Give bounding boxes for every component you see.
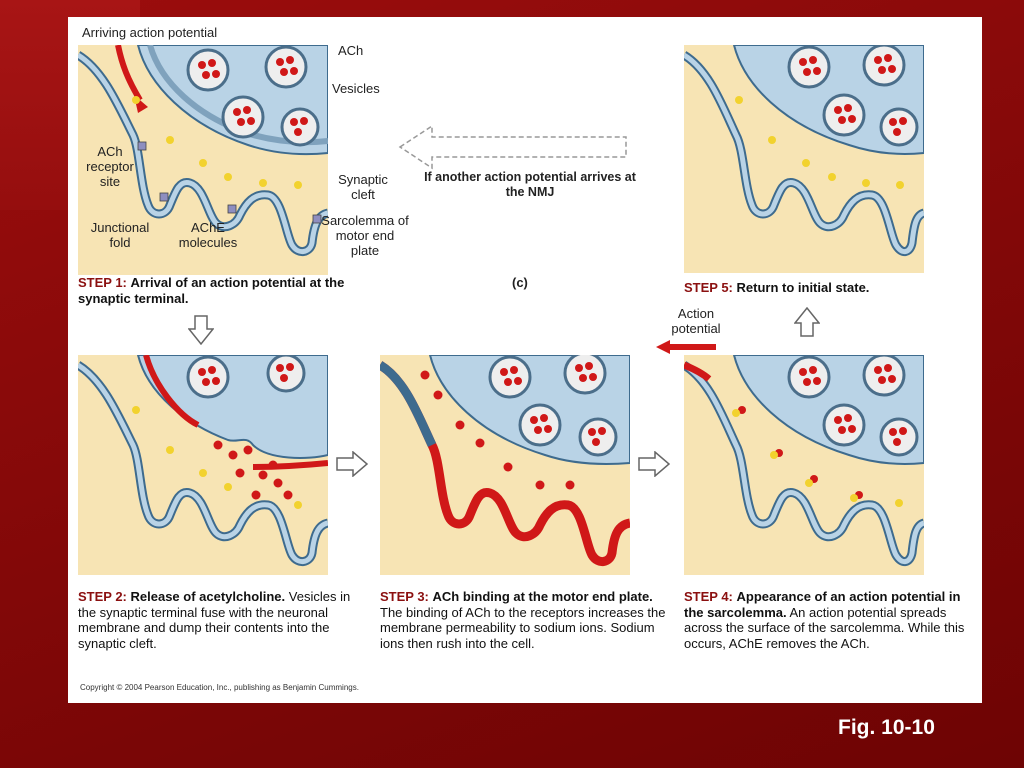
- another-action-potential-label: If another action potential arrives at t…: [424, 170, 636, 199]
- step-3-body: The binding of ACh to the receptors incr…: [380, 604, 666, 651]
- step-3-caption: STEP 3: ACh binding at the motor end pla…: [380, 589, 670, 651]
- step-5-title: Return to initial state.: [736, 280, 870, 295]
- panel-step-2: [78, 355, 328, 575]
- action-potential-label: Action potential: [671, 306, 721, 336]
- step-2-title: Release of acetylcholine.: [130, 589, 286, 604]
- junctional-fold-label: Junctional fold: [90, 220, 150, 250]
- right-arrow-3-4: [638, 451, 670, 477]
- return-dashed-arrow: [398, 124, 627, 170]
- ache-molecules-label: AChE molecules: [178, 220, 238, 250]
- step-1-number: STEP 1:: [78, 275, 127, 290]
- step-4-caption: STEP 4: Appearance of an action potentia…: [684, 589, 974, 651]
- synaptic-cleft-label: Synaptic cleft: [338, 172, 388, 202]
- arriving-action-potential-label: Arriving action potential: [82, 25, 218, 40]
- panel-step-3: [380, 355, 630, 575]
- step-4-number: STEP 4:: [684, 589, 733, 604]
- panel-step-5: [684, 45, 924, 273]
- figure-label: Fig. 10-10: [838, 716, 935, 739]
- step-4-body: An action potential spreads across the s…: [684, 604, 965, 651]
- step-5-number: STEP 5:: [684, 280, 733, 295]
- ach-receptor-site-label: ACh receptor site: [86, 144, 134, 189]
- sarcolemma-label: Sarcolemma of motor end plate: [321, 213, 409, 258]
- step-1-title: Arrival of an action potential at the sy…: [78, 275, 345, 306]
- step-5-caption: STEP 5: Return to initial state.: [684, 280, 944, 296]
- action-potential-arrow: [656, 340, 716, 354]
- step-1-caption: STEP 1: Arrival of an action potential a…: [78, 275, 368, 306]
- down-arrow: [188, 315, 214, 345]
- panel-c-label: (c): [512, 275, 528, 290]
- vesicles-label: Vesicles: [332, 81, 380, 96]
- step-2-number: STEP 2:: [78, 589, 127, 604]
- ach-label: ACh: [338, 43, 364, 58]
- step-3-number: STEP 3:: [380, 589, 429, 604]
- copyright-notice: Copyright © 2004 Pearson Education, Inc.…: [80, 683, 359, 692]
- step-2-caption: STEP 2: Release of acetylcholine. Vesicl…: [78, 589, 368, 651]
- panel-step-4: [684, 355, 924, 575]
- up-arrow: [794, 307, 820, 337]
- step-2-body: Vesicles in the synaptic terminal fuse w…: [78, 589, 351, 651]
- figure-card: Arriving action potential ACh Vesicles A…: [68, 17, 982, 703]
- step-3-title: ACh binding at the motor end plate.: [432, 589, 653, 604]
- right-arrow-2-3: [336, 451, 368, 477]
- panel-step-1: [78, 45, 328, 275]
- step-4-title: Appearance of an action potential in the…: [684, 589, 961, 620]
